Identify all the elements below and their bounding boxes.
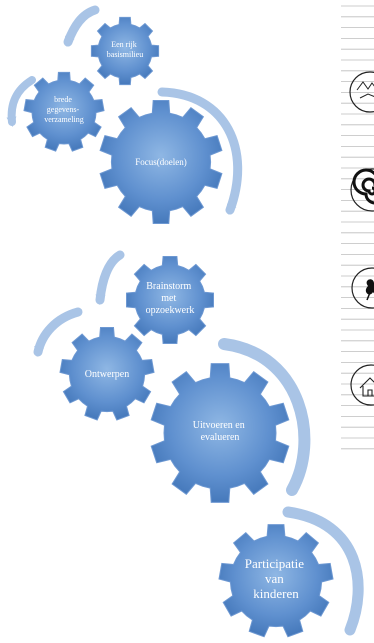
cycle-arrow bbox=[157, 87, 243, 215]
gear-uitvoeren-en-evalueren: Uitvoeren en evalueren bbox=[150, 363, 290, 503]
gear-brede-gegevensverzameling: brede gegevens- verzameling bbox=[23, 71, 105, 152]
gear-label-line: verzameling bbox=[44, 115, 84, 124]
gear-shape bbox=[23, 71, 105, 152]
svg-text:Brainstorm met: Brainstorm met opzoekwerk bbox=[146, 281, 195, 316]
gear-label-line: Uitvoeren en bbox=[193, 420, 245, 431]
flower-doodle-icon bbox=[351, 267, 374, 309]
gear-label-line: brede bbox=[54, 95, 72, 104]
gear-label-line: Ontwerpen bbox=[85, 369, 129, 380]
gear-label-line: Brainstorm bbox=[146, 281, 191, 292]
gear-label-line: kinderen bbox=[253, 586, 299, 601]
gear-label-line: gegevens- bbox=[47, 105, 80, 114]
svg-text:Focus(doelen): Focus(doelen) bbox=[135, 157, 187, 167]
gear-ontwerpen: Ontwerpen bbox=[59, 327, 155, 421]
cycle-arrows bbox=[6, 5, 364, 636]
gear-label-line: Focus(doelen) bbox=[135, 157, 187, 167]
gears: Een rijk basismilieu brede gegevens- ver… bbox=[23, 16, 334, 638]
gear-shape bbox=[59, 327, 155, 421]
cycle-arrow bbox=[33, 307, 83, 357]
gear-focus-doelen: Focus(doelen) bbox=[99, 100, 223, 224]
hand-drawn-doodle-icon bbox=[349, 71, 374, 113]
svg-text:Een rijk basismilieu: Een rijk basismilieu bbox=[107, 40, 143, 59]
gear-een-rijk-basismilieu: Een rijk basismilieu bbox=[90, 16, 160, 86]
gear-participatie-van-kinderen: Participatie van kinderen bbox=[218, 524, 334, 638]
cycle-arrow bbox=[95, 250, 125, 305]
gear-label-line: opzoekwerk bbox=[146, 305, 195, 316]
gear-label-line: evalueren bbox=[201, 432, 240, 443]
gear-shape bbox=[150, 363, 290, 503]
svg-text:Participatie van: Participatie van kinderen bbox=[245, 556, 307, 601]
gear-label-line: van bbox=[265, 571, 284, 586]
gear-label-line: Participatie bbox=[245, 556, 304, 571]
spiral-doodle-icon bbox=[350, 168, 374, 212]
gear-shape bbox=[218, 524, 334, 638]
svg-text:Uitvoeren en evaluer: Uitvoeren en evalueren bbox=[193, 420, 247, 443]
gear-shape bbox=[126, 256, 214, 344]
gear-label-line: met bbox=[161, 293, 176, 304]
svg-text:Ontwerpen: Ontwerpen bbox=[85, 369, 129, 380]
gear-shape bbox=[99, 100, 223, 224]
gear-label-line: basismilieu bbox=[107, 50, 143, 59]
svg-text:brede gegevens-: brede gegevens- verzameling bbox=[44, 95, 84, 124]
cycle-arrow bbox=[282, 506, 364, 636]
gear-brainstorm-met-opzoekwerk: Brainstorm met opzoekwerk bbox=[126, 256, 214, 344]
lined-paper bbox=[341, 5, 374, 450]
house-doodle-icon bbox=[350, 364, 374, 406]
gear-label-line: Een rijk bbox=[111, 40, 137, 49]
cycle-arrow bbox=[218, 338, 311, 496]
cycle-arrow bbox=[63, 5, 100, 47]
gear-shape bbox=[90, 16, 160, 86]
cycle-arrow bbox=[6, 76, 36, 127]
